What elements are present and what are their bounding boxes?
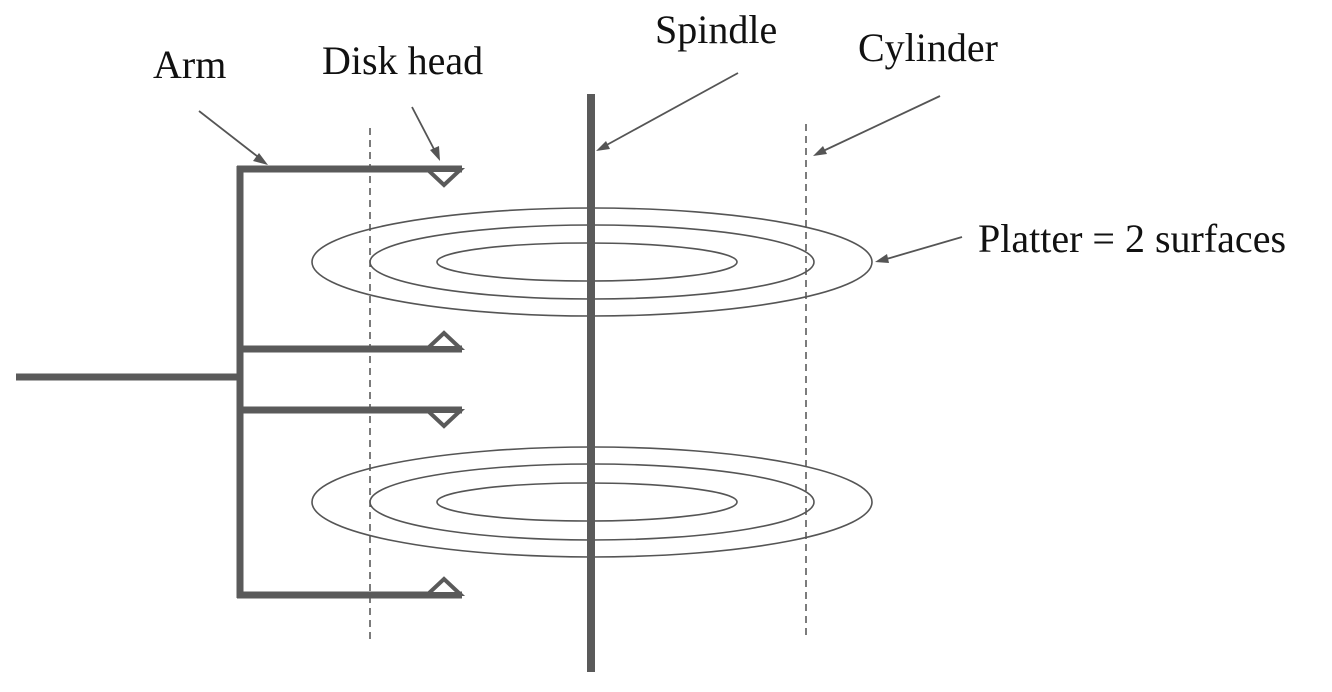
disk-head-1	[422, 168, 466, 188]
disk-head-3	[422, 409, 466, 429]
cylinder-label: Cylinder	[858, 25, 998, 70]
arm-assembly	[16, 165, 462, 599]
platter-pointer-arrow	[875, 236, 963, 263]
platter-label: Platter = 2 surfaces	[978, 216, 1286, 261]
arm-pointer-arrow	[198, 110, 268, 165]
spindle-pointer-arrow	[596, 72, 739, 151]
disk-head-label: Disk head	[322, 38, 483, 83]
arm-label: Arm	[153, 42, 226, 87]
cylinder-pointer-arrow	[813, 95, 941, 156]
disk-head-2	[422, 330, 466, 350]
disk-head-4	[422, 576, 466, 596]
spindle-label: Spindle	[655, 7, 777, 52]
disk-head-pointer-arrow	[411, 106, 440, 161]
